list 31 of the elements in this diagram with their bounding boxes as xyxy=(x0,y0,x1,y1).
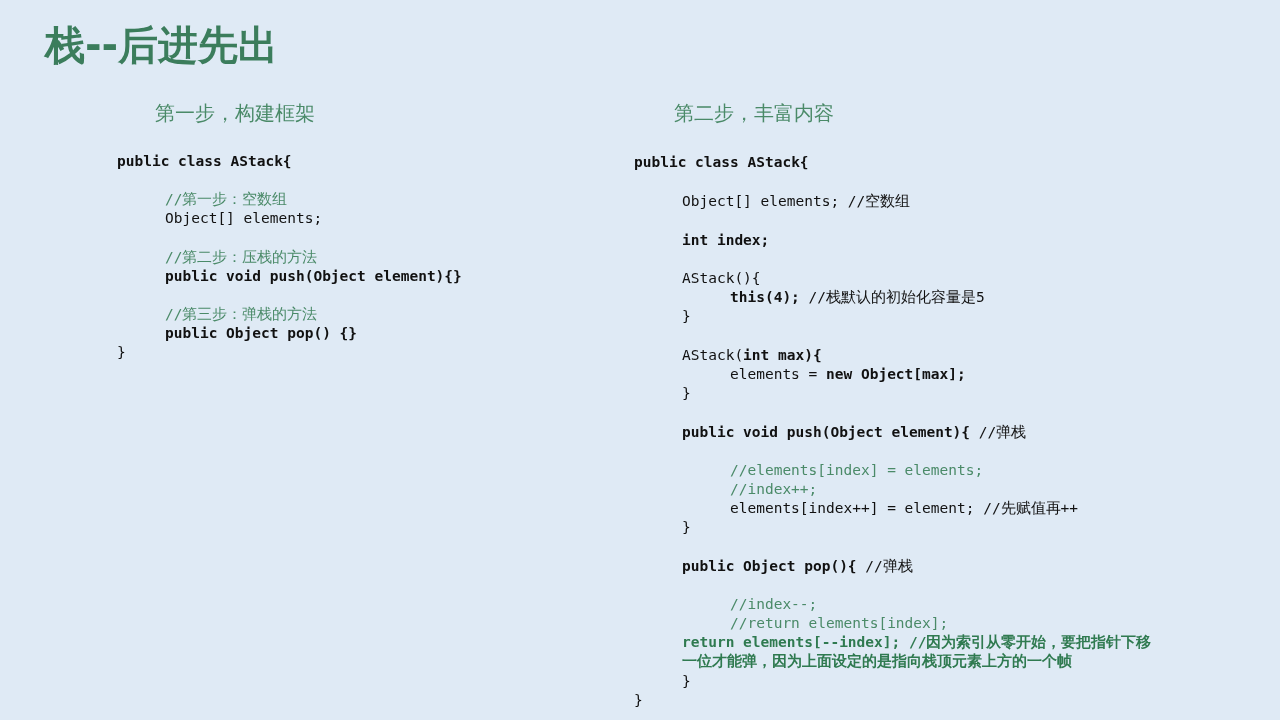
code-line: elements = new Object[max]; xyxy=(730,365,966,384)
code-line: Object[] elements; xyxy=(165,209,323,228)
slide-title: 栈--后进先出 xyxy=(45,21,279,70)
code-line: } xyxy=(634,691,643,710)
code-line: public Object pop() {} xyxy=(165,324,358,343)
code-line: } xyxy=(682,672,691,691)
code-comment: //elements[index] = elements; xyxy=(730,461,984,480)
step-heading: 第二步，丰富内容 xyxy=(674,100,834,127)
code-comment: //第二步：压栈的方法 xyxy=(165,248,318,267)
code-comment: //index++; xyxy=(730,480,818,499)
code-line: } xyxy=(117,343,126,362)
code-line: public void push(Object element){} xyxy=(165,267,462,286)
step-heading: 第一步，构建框架 xyxy=(155,100,315,127)
code-line: public Object pop(){ //弹栈 xyxy=(682,557,913,576)
code-comment: //index--; xyxy=(730,595,818,614)
code-line: public class AStack{ xyxy=(117,152,292,171)
code-line: this(4); //栈默认的初始化容量是5 xyxy=(730,288,985,307)
code-line: } xyxy=(682,518,691,537)
code-line: elements[index++] = element; //先赋值再++ xyxy=(730,499,1079,518)
code-comment: //第三步：弹栈的方法 xyxy=(165,305,318,324)
code-line: int index; xyxy=(682,231,770,250)
code-comment: //return elements[index]; xyxy=(730,614,949,633)
code-line: Object[] elements; //空数组 xyxy=(682,192,911,211)
code-comment: //第一步：空数组 xyxy=(165,190,288,209)
code-line: return elements[--index]; //因为索引从零开始，要把指针下移一位才能弹，因为上面设定的是指向栈顶元素上方的一个帧 xyxy=(682,633,1152,671)
code-line: public class AStack{ xyxy=(634,153,809,172)
code-line: public void push(Object element){ //弹栈 xyxy=(682,423,1027,442)
code-line: AStack(int max){ xyxy=(682,346,822,365)
code-line: } xyxy=(682,384,691,403)
code-line: } xyxy=(682,307,691,326)
code-line: AStack(){ xyxy=(682,269,761,288)
